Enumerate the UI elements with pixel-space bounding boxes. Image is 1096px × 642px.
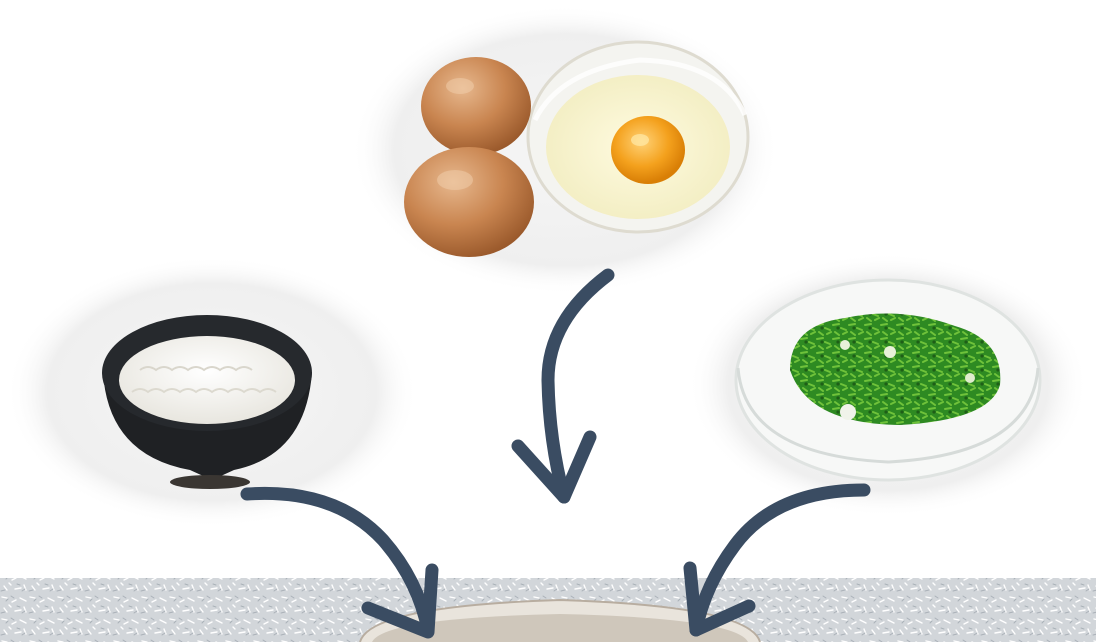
ingredient-rice [6,256,418,528]
pot-area [0,578,1096,642]
chopped-green-onion-bowl-icon [736,280,1040,480]
ingredient-eggs [351,5,779,295]
arrow-eggs-to-pot [518,275,608,497]
ingredient-green-onion [688,253,1088,517]
